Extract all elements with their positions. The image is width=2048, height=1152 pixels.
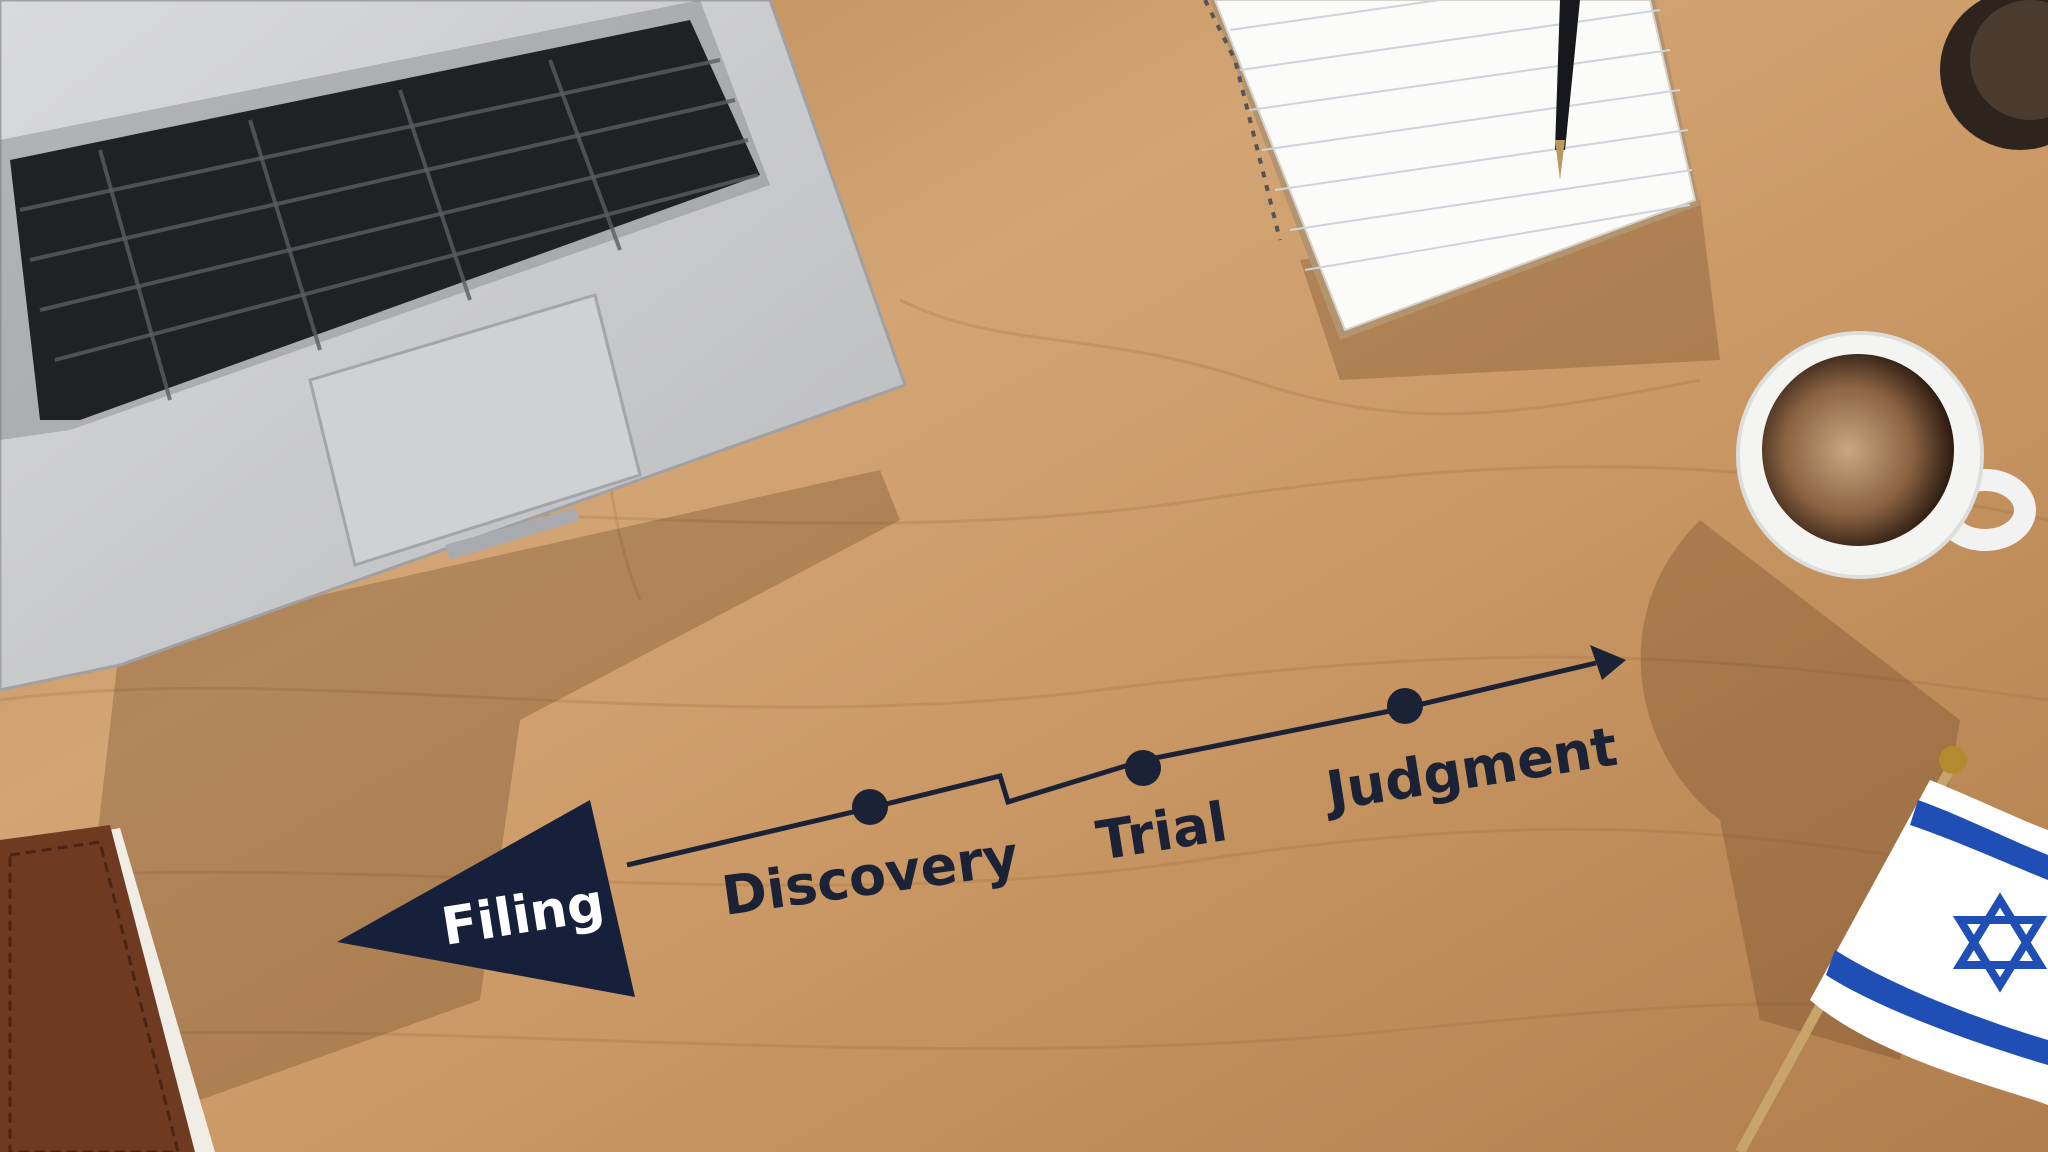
timeline-arrowhead-icon	[1590, 645, 1626, 680]
filing-arrow-shape	[337, 800, 635, 997]
israel-flag	[1735, 746, 2048, 1152]
notebook	[1203, 0, 1700, 340]
judgment-dot	[1387, 688, 1423, 724]
laptop	[0, 0, 907, 692]
watch	[1940, 0, 2048, 150]
laptop-trackpad	[308, 293, 642, 567]
coffee-cup	[1736, 331, 2036, 579]
star-of-david-icon	[1952, 892, 2048, 993]
pen	[1555, 0, 1580, 180]
trial-dot	[1125, 750, 1161, 786]
leather-notebook	[0, 825, 215, 1152]
discovery-dot	[852, 789, 888, 825]
